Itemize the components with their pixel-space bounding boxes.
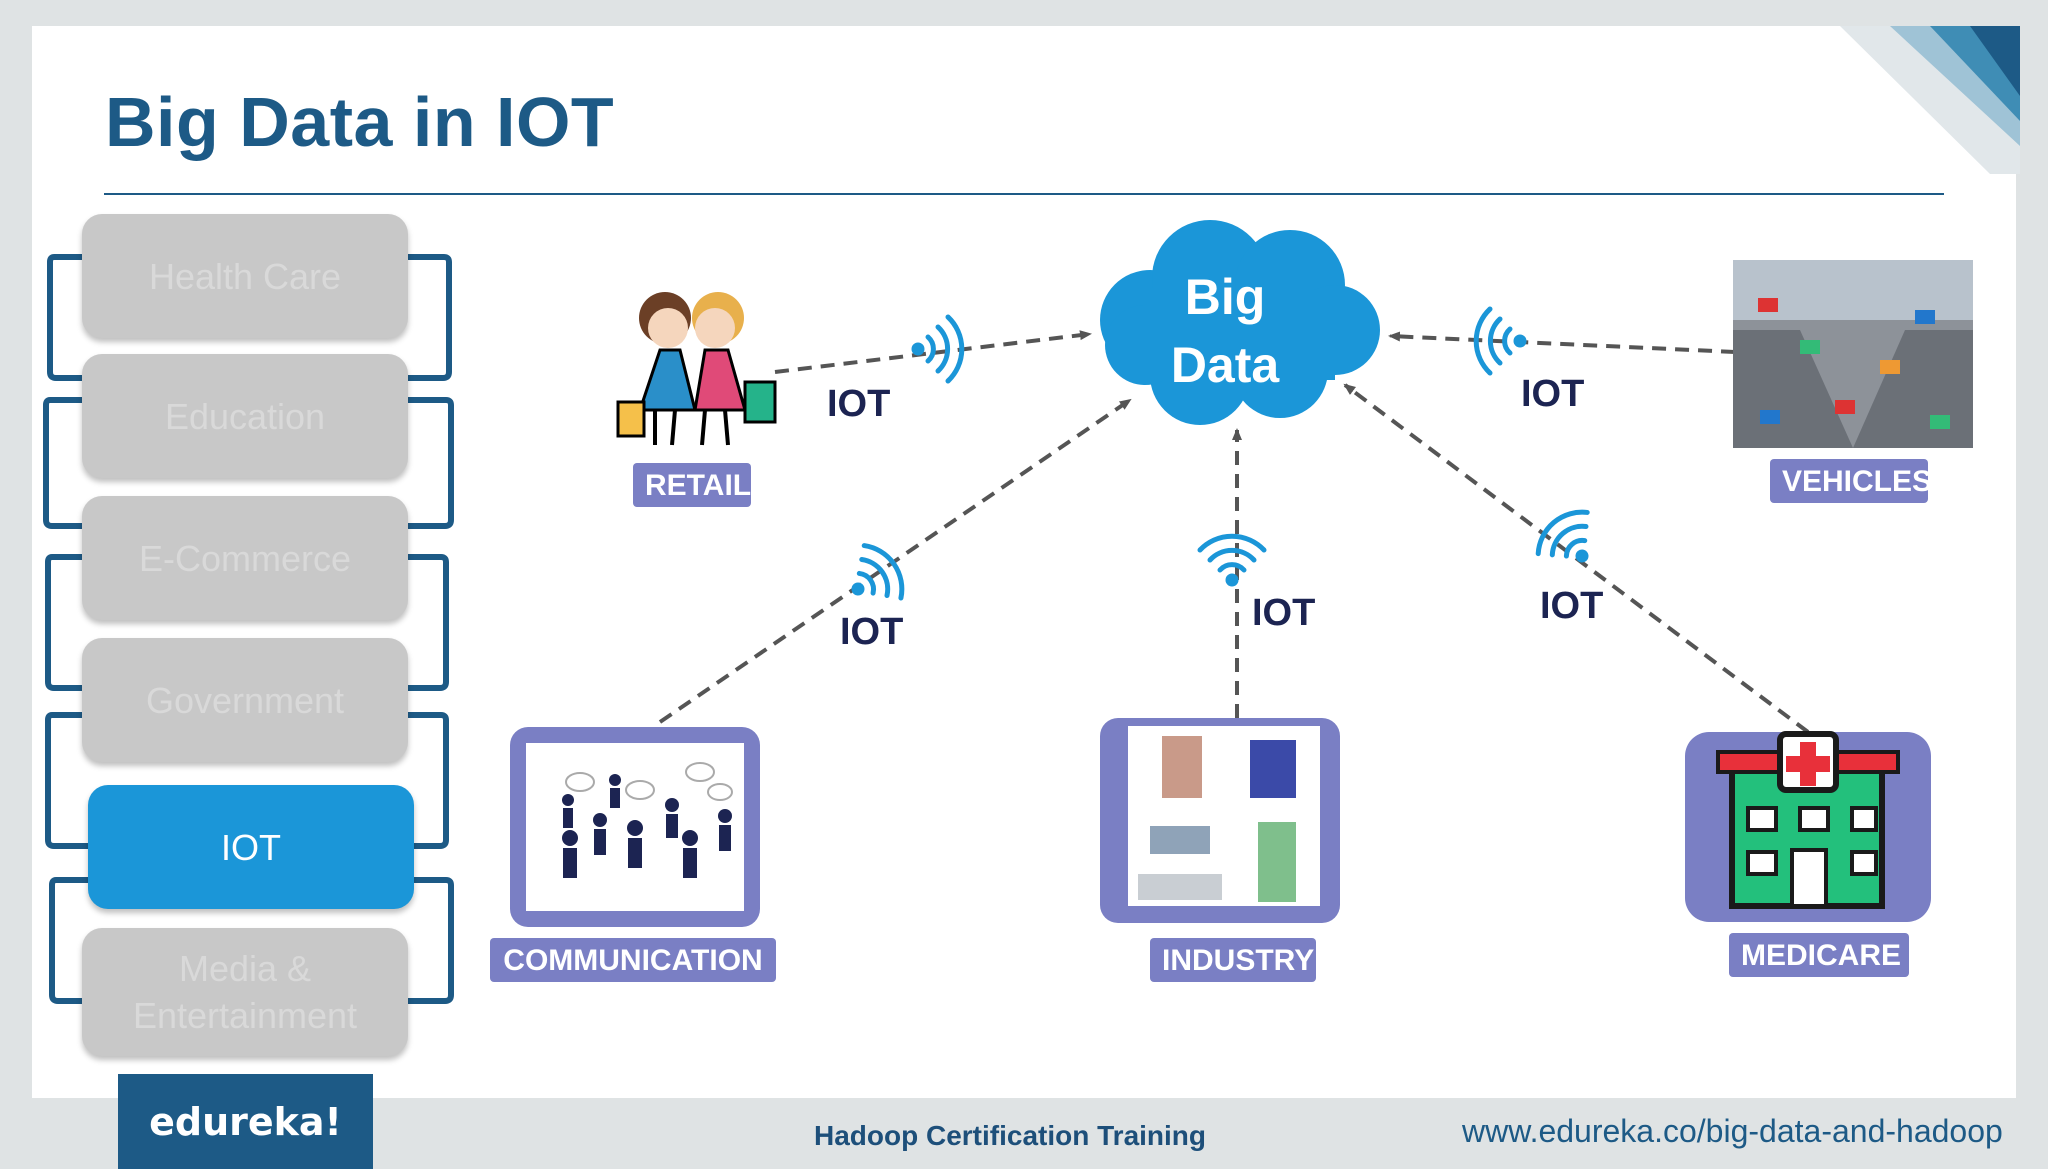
iot-label-industry: IOT xyxy=(1252,592,1316,634)
sidebar-item-education[interactable]: Education xyxy=(82,354,408,478)
node-label-retail: RETAIL xyxy=(633,463,751,507)
wifi-icon-communication xyxy=(851,543,905,601)
page-title: Big Data in IOT xyxy=(105,83,615,161)
edureka-logo: edureka! xyxy=(118,1074,373,1169)
sidebar-item-e-commerce[interactable]: E-Commerce xyxy=(82,496,408,620)
vehicles-city-icon xyxy=(1733,260,1973,448)
big-data-line2: Data xyxy=(1170,337,1280,393)
node-label-medicare: MEDICARE xyxy=(1729,933,1909,977)
iot-label-medicare: IOT xyxy=(1540,585,1604,627)
sidebar-item-government[interactable]: Government xyxy=(82,638,408,762)
node-label-communication: COMMUNICATION xyxy=(490,938,776,982)
corner-decoration xyxy=(1840,26,2020,174)
wifi-icon-industry xyxy=(1197,533,1267,587)
sidebar-item-iot[interactable]: IOT xyxy=(88,785,414,909)
retail-shoppers-icon xyxy=(616,292,777,446)
connector-vehicles xyxy=(1388,331,1736,354)
medicare-hospital-icon xyxy=(1685,731,1931,922)
connector-communication xyxy=(658,398,1132,724)
communication-people-icon xyxy=(510,727,760,927)
footer-url-link[interactable]: www.edureka.co/big-data-and-hadoop xyxy=(1462,1113,2003,1149)
node-label-industry: INDUSTRY xyxy=(1150,938,1316,982)
iot-label-retail: IOT xyxy=(827,383,891,425)
wifi-icon-vehicles xyxy=(1473,306,1527,376)
wifi-icon-medicare xyxy=(1535,509,1590,563)
node-label-vehicles: VEHICLES xyxy=(1770,459,1932,503)
wifi-icon-retail xyxy=(911,314,965,384)
footer-course-title: Hadoop Certification Training xyxy=(814,1120,1207,1151)
big-data-line1: Big xyxy=(1184,269,1266,325)
industry-buildings-icon xyxy=(1100,718,1340,923)
iot-label-communication: IOT xyxy=(840,611,904,653)
sidebar-item-media-entertainment[interactable]: Media & Entertainment xyxy=(82,928,408,1056)
iot-label-vehicles: IOT xyxy=(1521,373,1585,415)
title-divider xyxy=(104,193,1944,195)
connector-retail xyxy=(774,330,1092,374)
big-data-cloud-icon xyxy=(1100,220,1380,425)
sidebar-item-health-care[interactable]: Health Care xyxy=(82,214,408,338)
